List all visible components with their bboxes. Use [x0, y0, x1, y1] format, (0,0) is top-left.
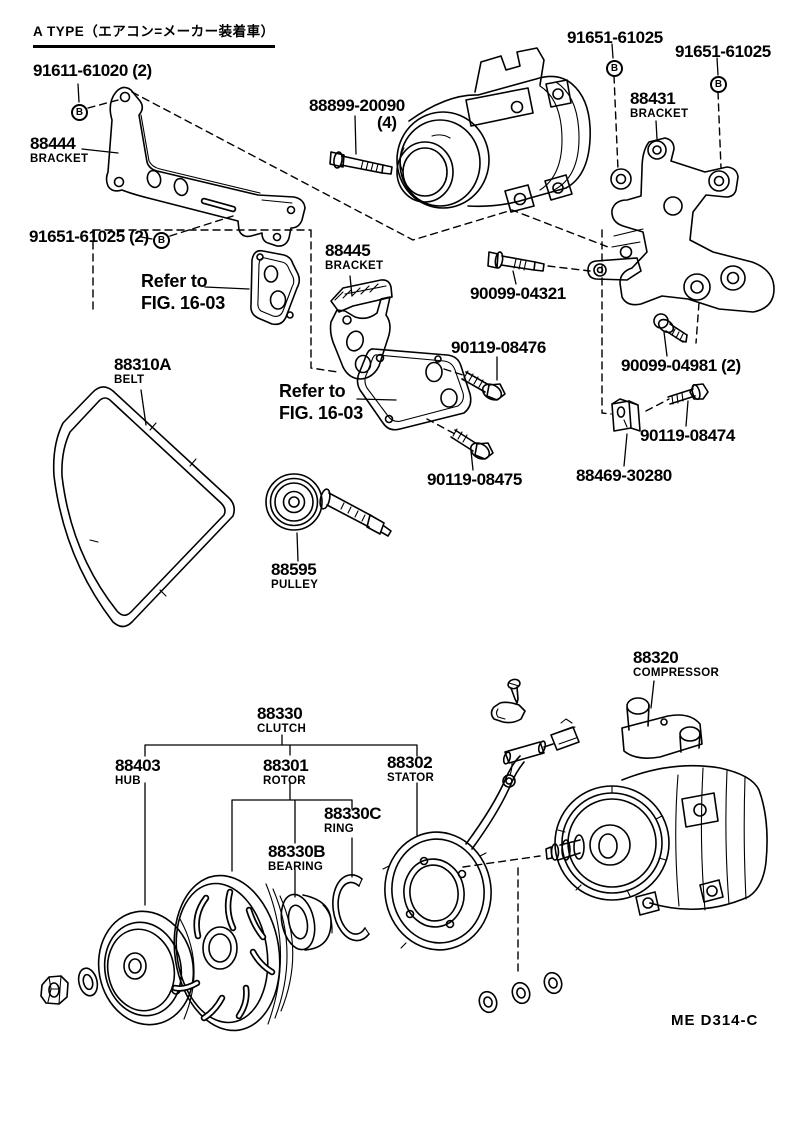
part-name: ROTOR — [263, 775, 306, 787]
part-number: 88302 — [387, 753, 433, 772]
refer-plate-2-drawing — [356, 348, 472, 431]
part-number: 88431 — [630, 89, 676, 108]
part-number: 88330 — [257, 704, 303, 723]
part-name: CLUTCH — [257, 723, 307, 735]
label-88301: 88301 ROTOR — [263, 756, 309, 788]
part-number: 88330B — [268, 842, 326, 861]
part-number: 88444 — [30, 134, 76, 153]
label-90099-04981: 90099-04981 (2) — [621, 356, 741, 375]
bolt-90099-04321-drawing — [487, 251, 545, 272]
hub-88403-drawing — [97, 910, 195, 1026]
leader-lines — [77, 43, 719, 709]
label-refer-fig-16-03-left: Refer to FIG. 16-03 — [141, 271, 225, 314]
label-91651-61025-a: 91651-61025 — [567, 28, 663, 47]
label-90099-04321: 90099-04321 — [470, 284, 566, 303]
wire-clamp-drawing — [490, 701, 526, 724]
refer-line-1: Refer to — [279, 381, 346, 401]
refer-plate-1-drawing — [250, 249, 301, 326]
snap-ring-88330c-drawing — [332, 874, 370, 942]
part-name: BRACKET — [325, 260, 384, 272]
bolt-90099-04981-drawing — [653, 313, 688, 343]
part-number: 88403 — [115, 756, 161, 775]
part-name: BRACKET — [30, 153, 89, 165]
part-name: PULLEY — [271, 579, 319, 591]
mount-washers-drawing — [478, 971, 563, 1014]
label-91651-61025-2: 91651-61025 (2) — [29, 227, 149, 246]
nut-marker-b-icon: B — [710, 76, 727, 93]
part-number: 88310A — [114, 355, 172, 374]
cushion-88469-30280-drawing — [611, 398, 641, 432]
belt-88310a-drawing — [52, 386, 235, 628]
label-88899-20090: 88899-20090 — [309, 96, 405, 115]
clutch-label-tree — [144, 734, 418, 906]
shaft-washer-drawing — [77, 967, 99, 997]
label-refer-fig-16-03-mid: Refer to FIG. 16-03 — [279, 381, 363, 424]
bolt-90119-08474-drawing — [667, 383, 709, 405]
label-88469-30280: 88469-30280 — [576, 466, 672, 485]
label-88310a: 88310A BELT — [114, 355, 172, 387]
bracket-88445-drawing — [329, 279, 393, 380]
bracket-88431-drawing — [587, 137, 775, 313]
refer-line-2: FIG. 16-03 — [279, 402, 364, 423]
label-88595: 88595 PULLEY — [271, 561, 318, 592]
shaft-nut-drawing — [40, 975, 69, 1005]
part-number: 88595 — [271, 560, 317, 579]
nut-marker-b-icon: B — [153, 232, 170, 249]
bolt-90119-08476-drawing — [461, 370, 506, 401]
part-number: 88301 — [263, 756, 309, 775]
label-88320: 88320 COMPRESSOR — [633, 649, 719, 680]
part-number: 88330C — [324, 804, 382, 823]
dashed-guide-lines — [87, 75, 722, 973]
label-88302: 88302 STATOR — [387, 754, 434, 785]
part-number: 88445 — [325, 241, 371, 260]
bracket-88444-drawing — [105, 86, 306, 247]
doc-code: ME D314-C — [671, 1012, 759, 1029]
clamp-screw-drawing — [507, 678, 521, 704]
label-88444: 88444 BRACKET — [30, 135, 88, 166]
compressor-88320-drawing — [545, 697, 768, 916]
label-88330c: 88330C RING — [324, 804, 382, 836]
refer-line-2: FIG. 16-03 — [141, 292, 226, 313]
part-name: BEARING — [268, 861, 324, 873]
refer-line-1: Refer to — [141, 271, 208, 291]
bearing-88330b-drawing — [280, 893, 333, 951]
rotor-88301-drawing — [171, 874, 294, 1032]
part-name: COMPRESSOR — [633, 667, 720, 679]
stator-wire-harness-drawing — [465, 718, 580, 850]
part-name: BELT — [114, 374, 145, 386]
bolt-90119-08475-drawing — [450, 428, 494, 460]
nut-marker-b-icon: B — [71, 104, 88, 121]
pulley-88595-drawing — [265, 473, 392, 537]
label-88330b: 88330B BEARING — [268, 842, 326, 874]
label-88431: 88431 BRACKET — [630, 90, 688, 121]
label-88330: 88330 CLUTCH — [257, 705, 306, 736]
label-91651-61025-b: 91651-61025 — [675, 42, 771, 61]
label-88899-20090-qty: (4) — [377, 113, 397, 132]
part-name: HUB — [115, 775, 141, 787]
part-name: RING — [324, 823, 354, 835]
part-number: 88320 — [633, 648, 679, 667]
label-88403: 88403 HUB — [115, 756, 161, 788]
page-title: A TYPE（エアコン=メーカー装着車） — [33, 20, 275, 48]
nut-marker-b-icon: B — [606, 60, 623, 77]
label-90119-08476: 90119-08476 — [451, 338, 546, 357]
stator-88302-drawing — [382, 831, 492, 951]
part-name: BRACKET — [630, 108, 689, 120]
compressor-top-drawing — [396, 47, 591, 213]
part-name: STATOR — [387, 772, 435, 784]
label-90119-08475: 90119-08475 — [427, 470, 522, 489]
label-91611-61020: 91611-61020 (2) — [33, 61, 152, 80]
bolt-88899-20090-drawing — [329, 151, 393, 175]
label-88445: 88445 BRACKET — [325, 242, 383, 273]
label-90119-08474: 90119-08474 — [640, 426, 735, 445]
